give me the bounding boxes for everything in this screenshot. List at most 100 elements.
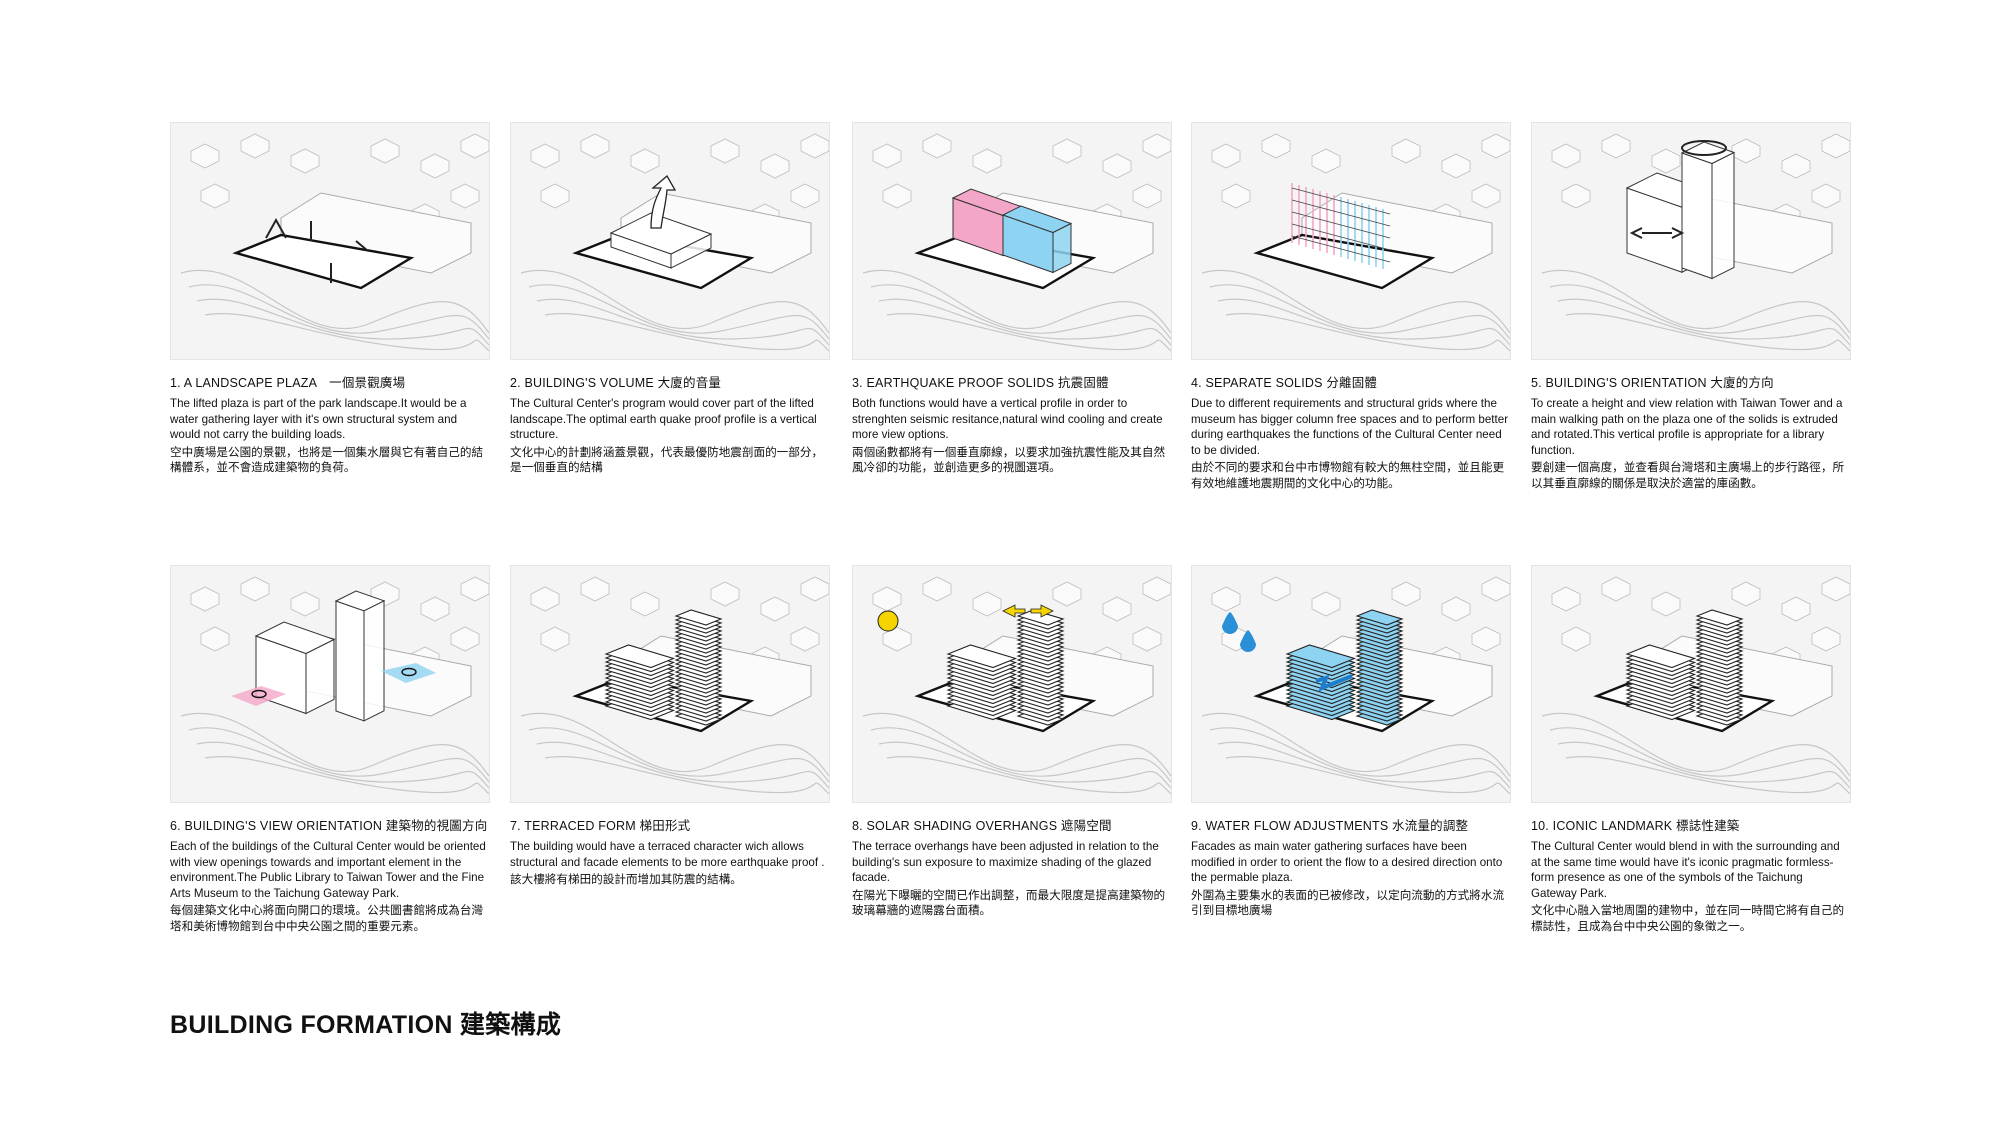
building-orientation-illustration [1531, 122, 1851, 360]
park-path [886, 755, 1171, 795]
shading-arrow-icon [1002, 604, 1026, 618]
city-block [1471, 183, 1501, 209]
city-block [882, 626, 912, 652]
park-path [862, 712, 1171, 777]
blue-solid [1001, 205, 1073, 274]
separate-solids-illustration [1191, 122, 1511, 360]
terraced-form-illustration [510, 565, 830, 803]
terraced-high-tower [674, 609, 723, 726]
panel-text-en: To create a height and view relation wit… [1531, 397, 1843, 457]
city-block [1441, 596, 1471, 622]
city-block [1561, 626, 1591, 652]
rotation-icon [1681, 140, 1727, 156]
city-block [1311, 148, 1341, 174]
city-block [530, 143, 560, 169]
city-block [1102, 153, 1132, 179]
park-path [196, 298, 489, 346]
city-block [370, 138, 400, 164]
city-block [1481, 133, 1510, 159]
tower-solid [1680, 141, 1736, 280]
panel-1: 1. A LANDSCAPE PLAZA 一個景觀廣場 The lifted p… [170, 122, 490, 476]
city-context [520, 133, 829, 352]
panel-10: 10. ICONIC LANDMARK 標誌性建築 The Cultural C… [1531, 565, 1851, 934]
city-block [540, 626, 570, 652]
panel-text-en: The Cultural Center's program would cove… [510, 397, 817, 441]
city-context [520, 576, 829, 795]
park-path [520, 712, 829, 777]
city-block [1132, 183, 1162, 209]
city-block [630, 148, 660, 174]
panel-title: 10. ICONIC LANDMARK 標誌性建築 [1531, 819, 1740, 833]
city-block [760, 596, 790, 622]
park-path [1209, 284, 1510, 340]
terraced-high-tower [1355, 609, 1404, 726]
arrow-icon [355, 240, 369, 252]
city-block [710, 581, 740, 607]
pink-view-plane [231, 686, 286, 706]
panel-text-zh: 該大樓將有梯田的設計而增加其防震的結構。 [510, 872, 742, 886]
city-block [540, 183, 570, 209]
panel-6: 6. BUILDING'S VIEW ORIENTATION 建築物的視圖方向 … [170, 565, 490, 934]
city-block [1211, 586, 1241, 612]
water-drop-icon [1240, 630, 1256, 652]
park-path [180, 269, 489, 334]
water-flow-illustration [1191, 565, 1511, 803]
city-block [1821, 576, 1850, 602]
building-volume-illustration [510, 122, 830, 360]
park-path [1225, 755, 1510, 795]
diagram-svg [520, 133, 829, 352]
panel-title: 6. BUILDING'S VIEW ORIENTATION 建築物的視圖方向 [170, 819, 488, 833]
city-block [450, 183, 480, 209]
city-block [972, 148, 1002, 174]
panel-5: 5. BUILDING'S ORIENTATION 大廈的方向 To creat… [1531, 122, 1851, 491]
diagram-svg [1541, 576, 1850, 795]
column-grid [1291, 183, 1391, 269]
city-block [1211, 143, 1241, 169]
city-block [1601, 133, 1631, 159]
eye-icon [401, 667, 417, 677]
park-path [196, 741, 489, 789]
terraced-low-block [946, 644, 1018, 721]
panel-4: 4. SEPARATE SOLIDS 分離固體 Due to different… [1191, 122, 1511, 491]
city-block [630, 591, 660, 617]
landscape-plaza-illustration [170, 122, 490, 360]
city-block [790, 626, 820, 652]
panel-text-en: The lifted plaza is part of the park lan… [170, 397, 467, 441]
panel-text-zh: 在陽光下曝曬的空間已作出調整，而最大限度是提高建築物的玻璃幕牆的遮陽露台面積。 [852, 887, 1166, 918]
park-path [528, 284, 829, 340]
panel-text-zh: 空中廣場是公園的景觀，也將是一個集水層與它有著自己的結構體系，並不會造成建築物的… [170, 444, 484, 475]
terrace-floor [946, 644, 1018, 669]
city-block [1441, 153, 1471, 179]
city-block [1102, 596, 1132, 622]
city-block [1601, 576, 1631, 602]
city-block [1391, 138, 1421, 164]
park-path [1201, 269, 1510, 334]
park-path [1541, 269, 1850, 334]
city-block [1781, 153, 1811, 179]
city-block [1811, 183, 1841, 209]
city-block [240, 576, 270, 602]
panel-2: 2. BUILDING'S VOLUME 大廈的音量 The Cultural … [510, 122, 830, 476]
city-context [180, 133, 489, 352]
terrace-floor [674, 609, 723, 626]
city-block [1551, 143, 1581, 169]
volume-block [609, 212, 713, 269]
panel-text-en: The Cultural Center would blend in with … [1531, 840, 1840, 900]
city-block [1471, 626, 1501, 652]
panel-text-en: Both functions would have a vertical pro… [852, 397, 1163, 441]
terrace-floor [1355, 609, 1404, 626]
park-path [1565, 312, 1850, 352]
park-path [1541, 712, 1850, 777]
city-block [200, 183, 230, 209]
park-path [188, 284, 489, 340]
panel-text-zh: 兩個函數都將有一個垂直廓線，以要求加強抗震性能及其自然風冷卻的功能，並創造更多的… [852, 444, 1166, 475]
city-block [710, 138, 740, 164]
panel-text-zh: 文化中心的計劃將涵蓋景觀，代表最優防地震剖面的一部分，是一個垂直的結構 [510, 444, 824, 475]
panel-title: 5. BUILDING'S ORIENTATION 大廈的方向 [1531, 376, 1774, 390]
park-path [544, 755, 829, 795]
city-block [580, 576, 610, 602]
double-arrow-icon [1629, 227, 1685, 239]
panel-title: 2. BUILDING'S VOLUME 大廈的音量 [510, 376, 722, 390]
city-context [1201, 133, 1510, 352]
city-block [1391, 581, 1421, 607]
